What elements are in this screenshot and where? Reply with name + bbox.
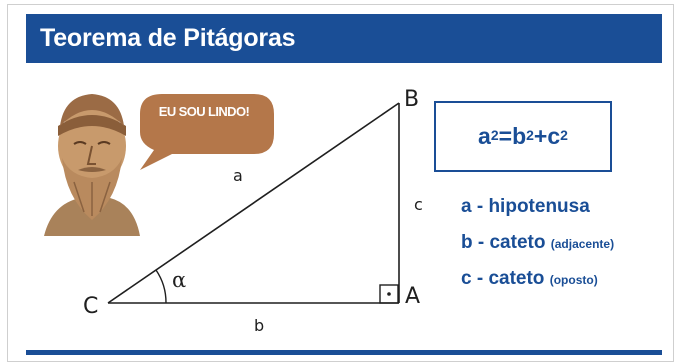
definition-note: (oposto): [549, 273, 598, 287]
angle-alpha-label: α: [172, 268, 187, 292]
definition-opposite: c - cateto (oposto): [461, 268, 598, 290]
definition-hypotenuse: a - hipotenusa: [461, 196, 590, 218]
formula-exp-a: 2: [490, 126, 499, 143]
definition-note: (adjacente): [550, 237, 615, 251]
formula-exp-b: 2: [526, 126, 534, 143]
side-label-c: c: [414, 195, 423, 214]
right-angle-marker: [379, 284, 399, 304]
right-angle-dot: [387, 292, 391, 296]
side-label-b: b: [254, 316, 265, 335]
definition-adjacent: b - cateto (adjacente): [461, 232, 614, 254]
formula-var-c: c: [547, 123, 561, 149]
definition-text: a - hipotenusa: [461, 196, 590, 217]
definition-text: c - cateto: [461, 268, 545, 289]
side-label-a: a: [233, 166, 243, 185]
bottom-rule: [26, 350, 662, 355]
formula-var-a: a: [478, 123, 491, 149]
vertex-label-b: B: [404, 87, 420, 112]
formula-exp-c: 2: [560, 126, 568, 143]
title-banner: Teorema de Pitágoras: [26, 14, 662, 63]
speech-bubble: [140, 94, 274, 170]
vertex-label-a: A: [405, 284, 421, 309]
side-hypotenuse-line: [107, 102, 400, 304]
page-title: Teorema de Pitágoras: [40, 24, 296, 52]
definition-text: b - cateto: [461, 232, 546, 253]
formula-equals: =: [498, 123, 513, 149]
speech-bubble-text: EU SOU LINDO!: [158, 104, 250, 119]
pythagoras-bust-illustration: [44, 94, 274, 236]
angle-alpha-arc: [155, 269, 167, 304]
vertex-label-c: C: [83, 294, 99, 319]
formula-plus: +: [533, 123, 548, 149]
formula-var-b: b: [512, 123, 527, 149]
